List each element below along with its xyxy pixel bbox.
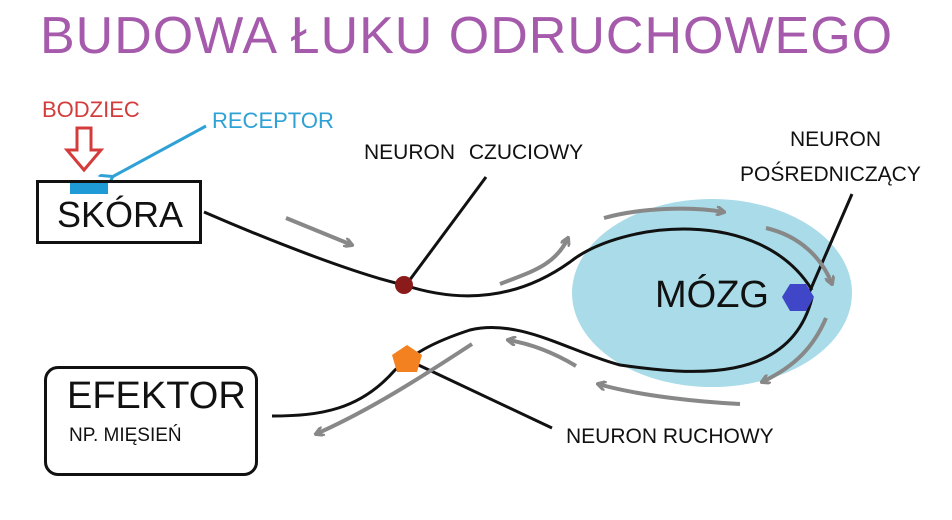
label-efektor-example: NP. MIĘSIEŃ	[69, 425, 182, 446]
receptor-pointer	[112, 124, 207, 177]
label-skora: SKÓRA	[57, 194, 184, 235]
motor-nerve-line	[271, 297, 814, 418]
effector-box: EFEKTOR NP. MIĘSIEŃ	[44, 366, 258, 476]
diagram-title: BUDOWA ŁUKU ODRUCHOWEGO	[40, 7, 894, 65]
label-efektor: EFEKTOR	[67, 375, 246, 417]
skin-box: SKÓRA	[36, 180, 202, 244]
flow-arrow-8	[316, 342, 474, 434]
flow-arrow-5	[762, 317, 828, 382]
pointer-line-neuron-czuciowy	[404, 176, 488, 286]
flow-arrow-4	[765, 226, 832, 284]
label-neuron-posredniczacy-line1: NEURON	[790, 128, 882, 151]
label-neuron-ruchowy: NEURON RUCHOWY	[566, 425, 774, 448]
flow-arrow-7	[508, 340, 578, 368]
label-receptor: RECEPTOR	[212, 108, 334, 133]
motor-neuron-body	[392, 345, 422, 372]
flow-arrow-1	[285, 216, 352, 245]
label-neuron-czuciowy: NEURON CZUCIOWY	[364, 141, 584, 164]
flow-arrow-3	[603, 209, 724, 220]
brain-shape	[572, 199, 852, 387]
receptor-marker	[70, 183, 108, 194]
label-neuron-posredniczacy-line2: POŚREDNICZĄCY	[740, 163, 921, 186]
flow-arrow-6	[598, 384, 741, 406]
interneuron-body	[782, 284, 814, 311]
sensory-nerve-line	[203, 210, 814, 298]
stimulus-arrow	[63, 126, 105, 173]
pointer-line-neuron-posredniczacy	[804, 193, 854, 301]
sensory-neuron-body	[395, 276, 413, 294]
flow-arrow-2	[499, 238, 568, 286]
label-bodziec: BODZIEC	[42, 97, 140, 122]
pointer-line-neuron-ruchowy	[411, 360, 553, 430]
label-mozg: MÓZG	[655, 274, 769, 316]
flow-arrows	[285, 209, 832, 434]
